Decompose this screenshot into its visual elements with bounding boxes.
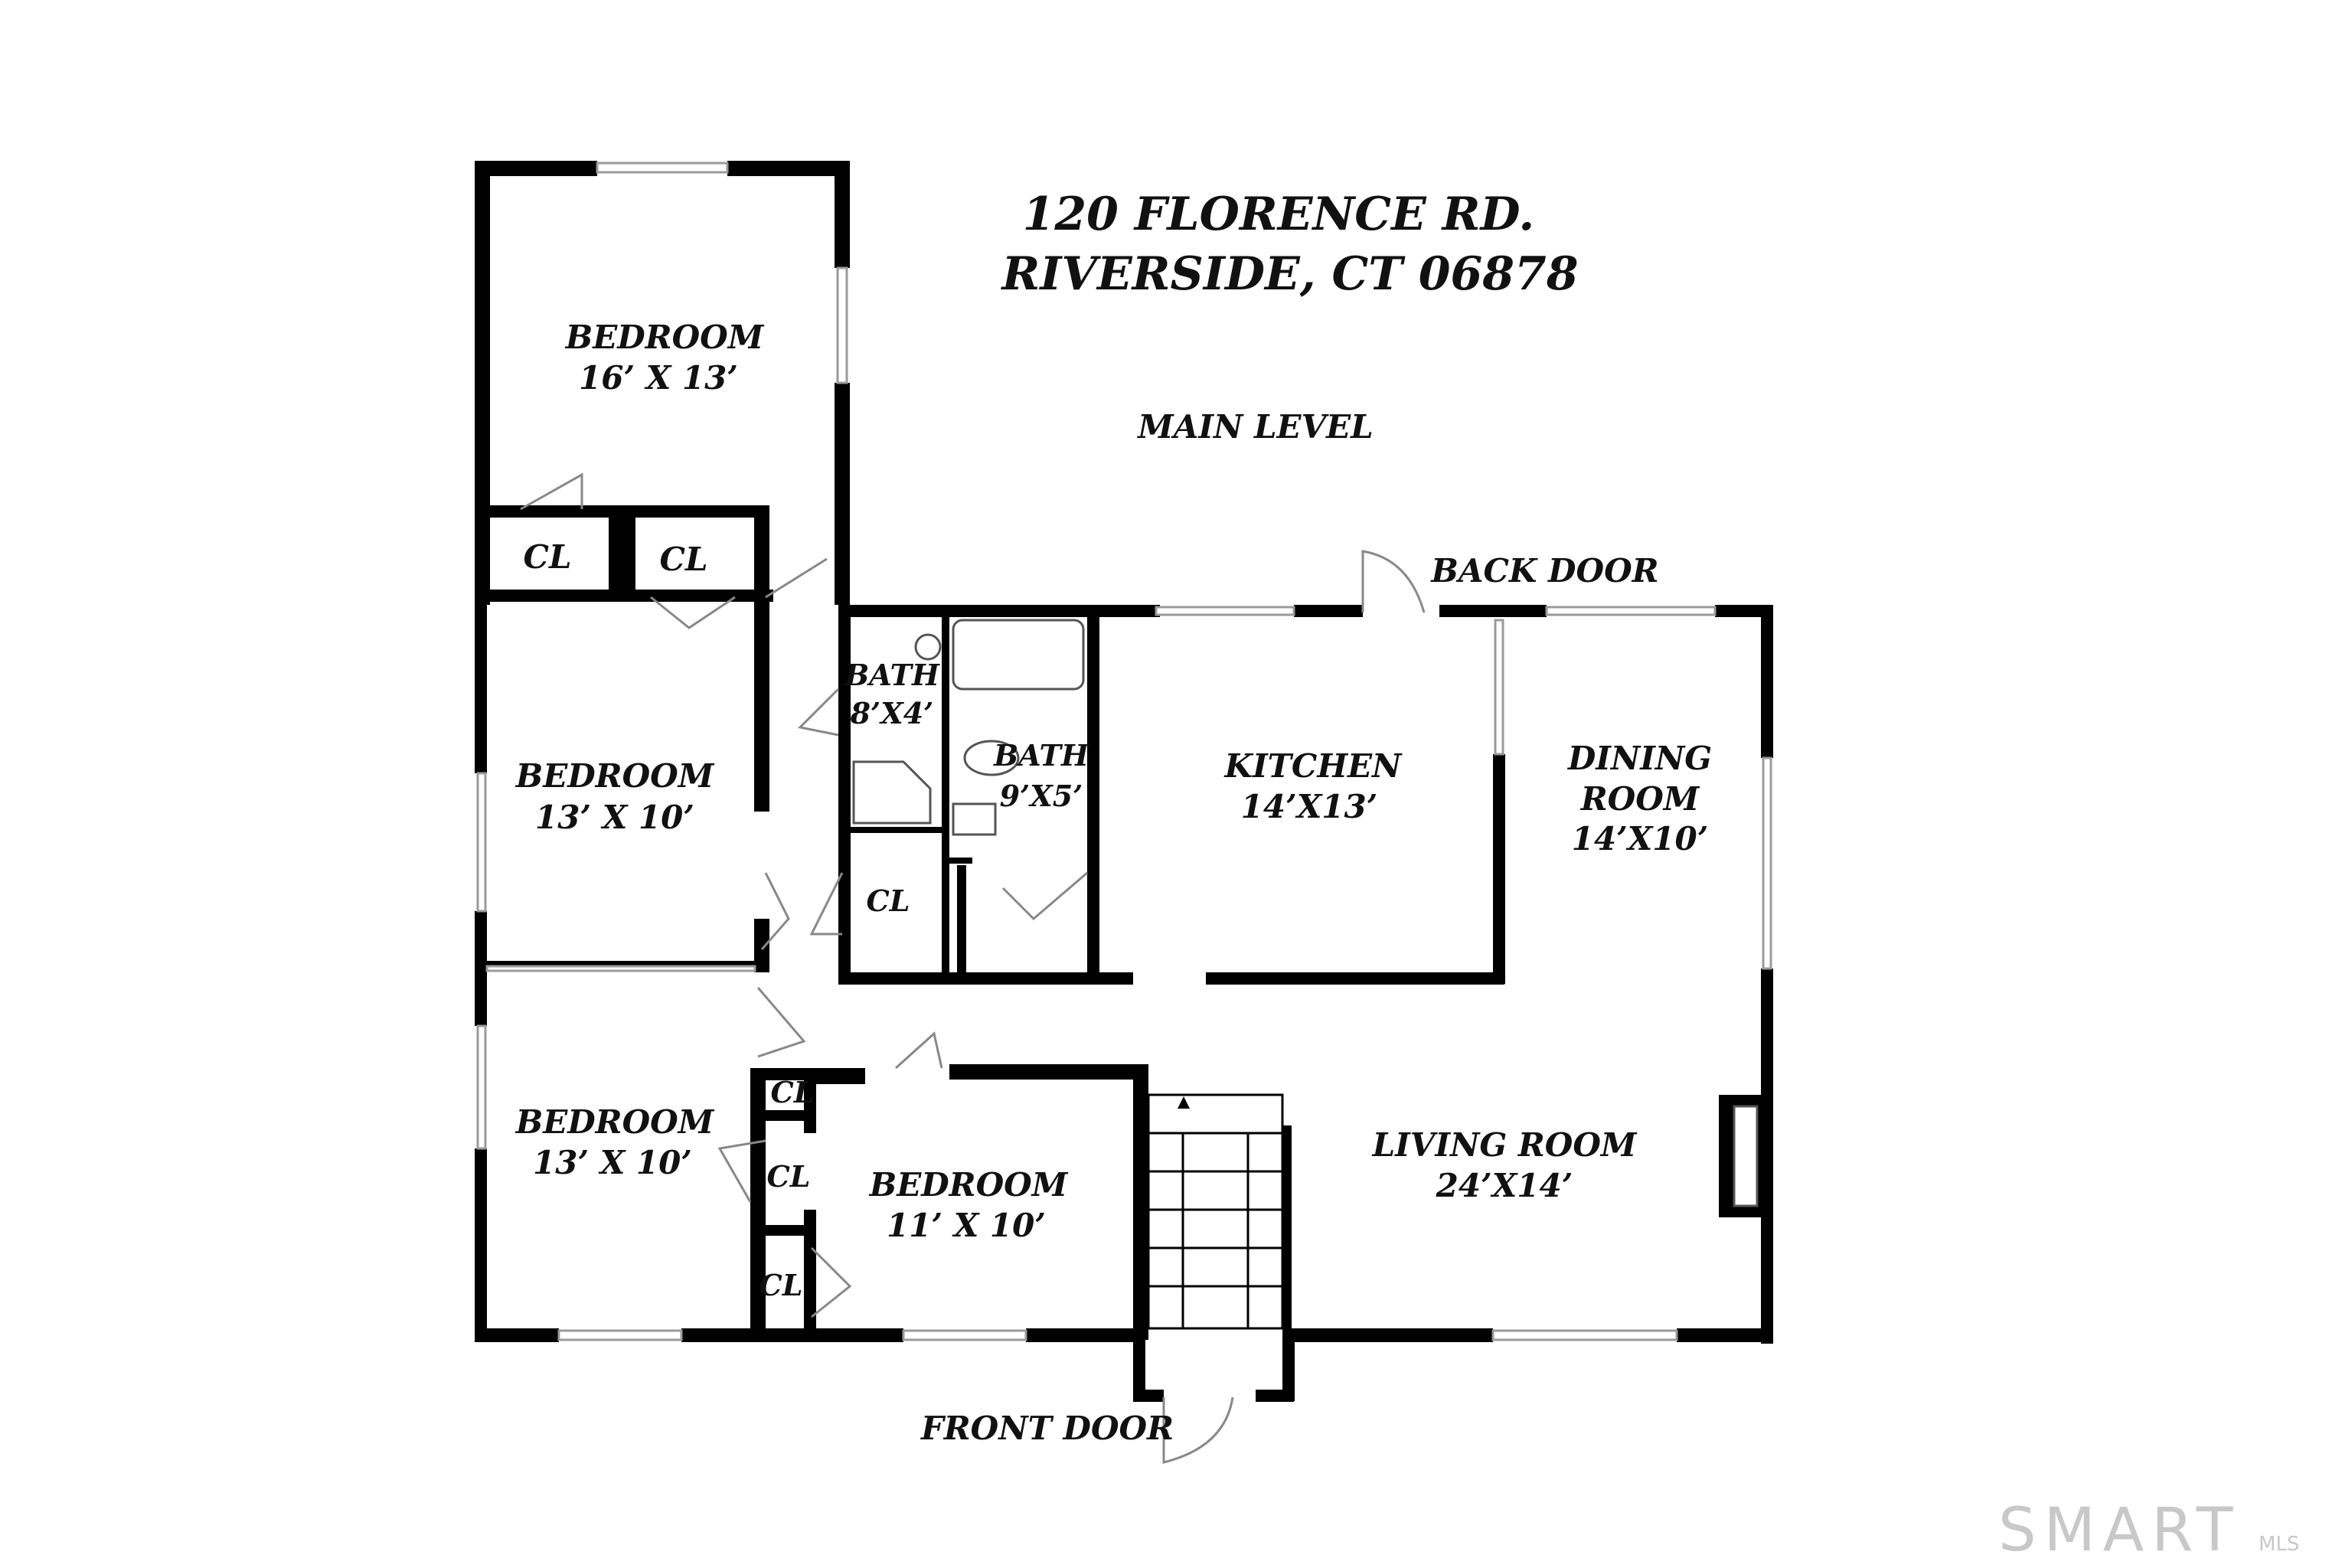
bedroom-low-size: 13’ X 10’ bbox=[533, 1144, 692, 1181]
back-door-label: BACK DOOR bbox=[1430, 552, 1658, 590]
walls bbox=[475, 161, 1773, 1402]
front-door-label: FRONT DOOR bbox=[920, 1410, 1174, 1447]
closet-label-6: CL bbox=[760, 1268, 803, 1302]
bedroom-front-size: 11’ X 10’ bbox=[887, 1207, 1046, 1244]
bedroom-mid-size: 13’ X 10’ bbox=[535, 799, 694, 836]
dining-size: 14’X10’ bbox=[1572, 820, 1709, 858]
closet-label-5: CL bbox=[767, 1159, 811, 1194]
bedroom-top-name: BEDROOM bbox=[565, 318, 765, 356]
bath-small-size: 8’X4’ bbox=[850, 696, 934, 730]
kitchen-name: KITCHEN bbox=[1224, 747, 1403, 785]
level-label: MAIN LEVEL bbox=[1136, 408, 1373, 446]
bedroom-front-name: BEDROOM bbox=[869, 1166, 1069, 1204]
bath-small-name: BATH bbox=[844, 658, 940, 692]
address-line-2: RIVERSIDE, CT 06878 bbox=[1000, 247, 1578, 301]
smart-mls-logo: SMART bbox=[1998, 1496, 2240, 1565]
doors bbox=[520, 472, 1426, 1464]
dining-name-2: ROOM bbox=[1580, 780, 1700, 818]
living-room-size: 24’X14’ bbox=[1436, 1167, 1573, 1204]
closet-label-4: CL bbox=[771, 1075, 815, 1109]
bedroom-mid-name: BEDROOM bbox=[515, 757, 715, 795]
bedroom-top-size: 16’ X 13’ bbox=[579, 359, 738, 397]
bath-large-name: BATH bbox=[993, 738, 1089, 773]
address-line-1: 120 FLORENCE RD. bbox=[1023, 188, 1535, 241]
closet-label-3: CL bbox=[867, 884, 910, 918]
kitchen-size: 14’X13’ bbox=[1241, 788, 1378, 825]
dining-name-1: DINING bbox=[1567, 740, 1712, 777]
bedroom-low-name: BEDROOM bbox=[515, 1103, 715, 1141]
bath-large-size: 9’X5’ bbox=[1000, 779, 1083, 813]
stairs bbox=[1147, 1093, 1284, 1330]
windows bbox=[476, 162, 1772, 1341]
living-room-name: LIVING ROOM bbox=[1372, 1126, 1638, 1164]
smart-mls-logo-sub: MLS bbox=[2259, 1533, 2299, 1556]
closet-label-2: CL bbox=[660, 541, 708, 578]
closet-label-1: CL bbox=[524, 538, 572, 576]
fixtures bbox=[852, 619, 1085, 836]
